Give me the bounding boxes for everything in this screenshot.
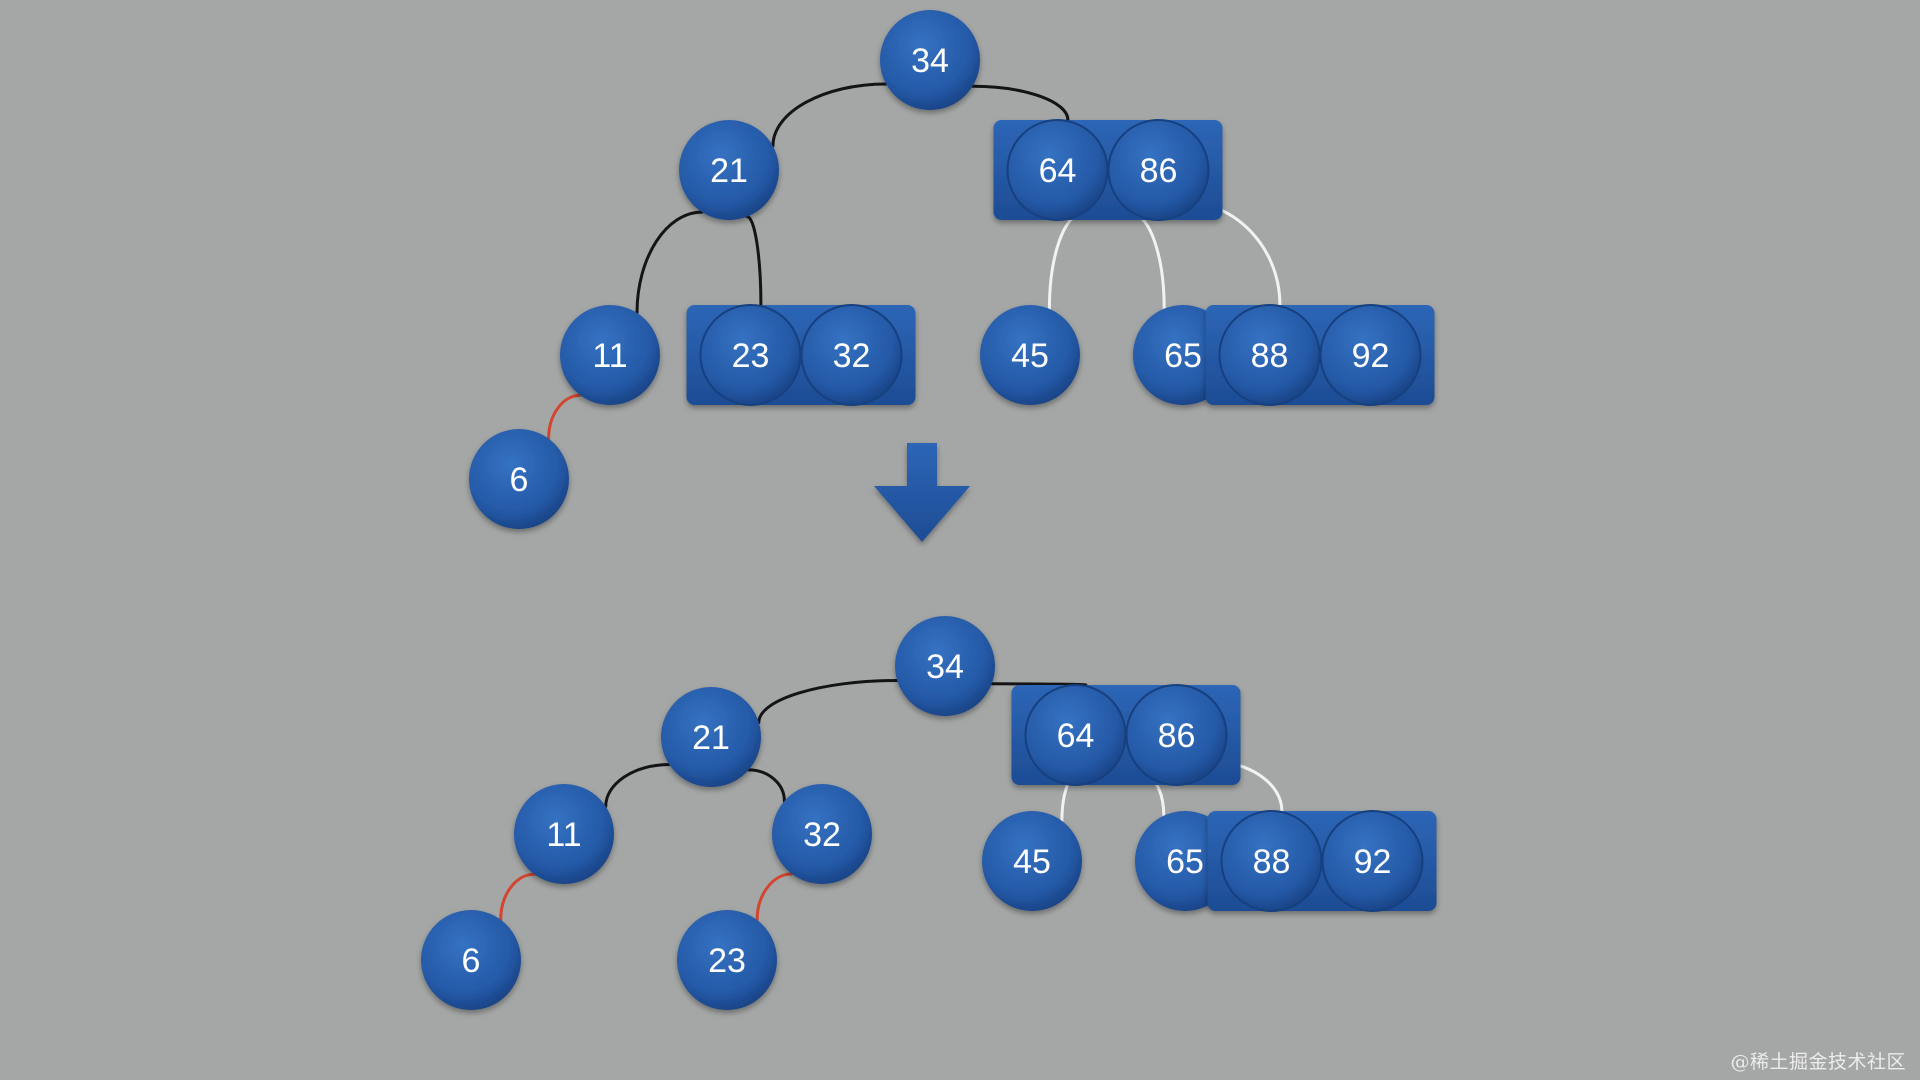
- key-label: 34: [911, 42, 949, 80]
- key-label: 88: [1253, 843, 1291, 881]
- key-circle: [421, 910, 521, 1010]
- key-circle: [800, 304, 903, 406]
- tree-node-multi-key: 88 92: [1207, 810, 1437, 912]
- key-circle: [679, 120, 779, 220]
- tree-node-multi-key: 88 92: [1205, 304, 1435, 406]
- key-label: 6: [510, 461, 529, 499]
- key-label: 34: [926, 648, 964, 686]
- key-label: 64: [1039, 152, 1077, 190]
- tree-node: 11: [560, 305, 660, 405]
- watermark: @稀土掘金技术社区: [1730, 1051, 1906, 1073]
- edge-a21-a2332: [745, 215, 763, 307]
- key-label: 45: [1013, 843, 1051, 881]
- tree-node: 32: [772, 784, 872, 884]
- edge-b21-b32: [747, 768, 786, 803]
- key-circle: [560, 305, 660, 405]
- edge-b34-b21: [757, 679, 899, 724]
- key-label: 65: [1164, 337, 1202, 375]
- tree-node-multi-key: 64 86: [1011, 684, 1241, 786]
- key-circle: [1321, 810, 1424, 912]
- edge-a21-a11: [635, 210, 704, 315]
- key-label: 92: [1352, 337, 1390, 375]
- key-label: 21: [710, 152, 748, 190]
- key-circle: [1319, 304, 1422, 406]
- key-label: 21: [692, 719, 730, 757]
- tree-node: 6: [469, 429, 569, 529]
- key-circle: [677, 910, 777, 1010]
- key-label: 6: [462, 942, 481, 980]
- edge-b34-b6486: [990, 682, 1088, 687]
- tree-node: 11: [514, 784, 614, 884]
- key-label: 32: [833, 337, 871, 375]
- key-label: 32: [803, 816, 841, 854]
- key-circle: [895, 616, 995, 716]
- tree-node: 21: [661, 687, 761, 787]
- tree-node: 6: [421, 910, 521, 1010]
- key-label: 11: [546, 816, 581, 854]
- tree-node-multi-key: 23 32: [686, 304, 916, 406]
- key-label: 64: [1057, 717, 1095, 755]
- key-circle: [469, 429, 569, 529]
- edge-b32-b23: [755, 872, 794, 922]
- key-label: 11: [592, 337, 627, 375]
- edge-a34-a6486: [971, 84, 1070, 122]
- key-label: 45: [1011, 337, 1049, 375]
- key-label: 92: [1354, 843, 1392, 881]
- key-circle: [661, 687, 761, 787]
- edge-a6486-a45: [1047, 212, 1084, 311]
- down-arrow-icon: [874, 443, 970, 542]
- tree-node: 45: [982, 811, 1082, 911]
- edge-a34-a21: [771, 82, 888, 148]
- edge-b11-b6: [499, 872, 536, 922]
- key-label: 86: [1140, 152, 1178, 190]
- down-arrow-shape: [874, 443, 970, 542]
- tree-node: 45: [980, 305, 1080, 405]
- edge-b21-b11: [604, 763, 671, 808]
- key-circle: [980, 305, 1080, 405]
- tree-node-multi-key: 64 86: [993, 119, 1223, 221]
- key-circle: [982, 811, 1082, 911]
- tree-node: 23: [677, 910, 777, 1010]
- key-circle: [514, 784, 614, 884]
- key-label: 23: [732, 337, 770, 375]
- edge-a6486-a65: [1130, 212, 1166, 311]
- tree-node: 21: [679, 120, 779, 220]
- edge-a11-a6: [547, 393, 582, 441]
- key-circle: [1107, 119, 1210, 221]
- key-circle: [772, 784, 872, 884]
- key-label: 86: [1158, 717, 1196, 755]
- key-label: 23: [708, 942, 746, 980]
- tree-node: 34: [880, 10, 980, 110]
- tree-node: 34: [895, 616, 995, 716]
- key-circle: [1125, 684, 1228, 786]
- key-circle: [880, 10, 980, 110]
- key-label: 88: [1251, 337, 1289, 375]
- key-label: 65: [1166, 843, 1204, 881]
